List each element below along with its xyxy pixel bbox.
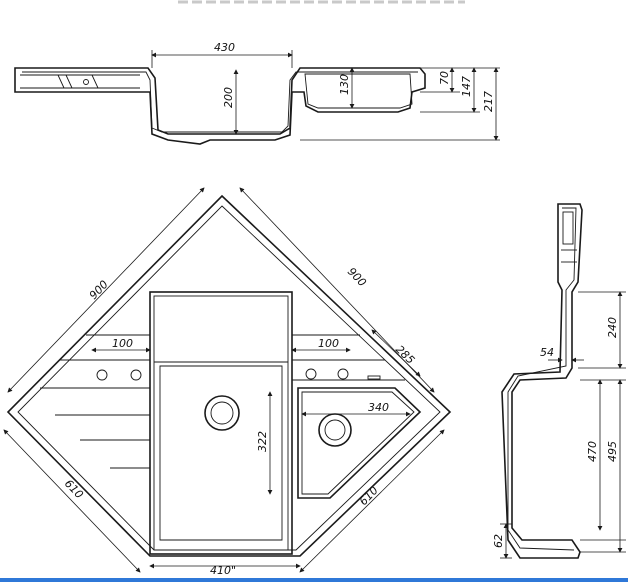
dim-54: 54 bbox=[540, 346, 554, 359]
dim-62: 62 bbox=[492, 534, 505, 548]
dim-322: 322 bbox=[256, 431, 269, 452]
side-section-view: 240 54 470 495 62 bbox=[492, 203, 626, 559]
dim-70: 70 bbox=[438, 71, 451, 85]
dim-340: 340 bbox=[368, 401, 389, 414]
dim-610-right: 610 bbox=[357, 484, 381, 508]
dim-100-left: 100 bbox=[112, 337, 133, 350]
plan-view: 900 900 100 100 285 340 322 610 610 410" bbox=[3, 187, 452, 577]
bottom-accent-bar bbox=[0, 578, 628, 582]
dim-217: 217 bbox=[482, 91, 495, 112]
dim-100-right: 100 bbox=[318, 337, 339, 350]
dim-130: 130 bbox=[338, 74, 351, 95]
dim-470: 470 bbox=[586, 441, 599, 462]
dim-200: 200 bbox=[222, 87, 235, 108]
dim-900-right: 900 bbox=[345, 265, 369, 289]
dim-900-left: 900 bbox=[87, 278, 111, 302]
dim-285: 285 bbox=[393, 343, 417, 367]
dim-430: 430 bbox=[214, 41, 235, 54]
top-section-view: 430 200 130 70 147 217 bbox=[14, 41, 500, 145]
dim-610-left: 610 bbox=[62, 477, 86, 501]
dim-495: 495 bbox=[606, 441, 619, 462]
dim-147: 147 bbox=[460, 76, 473, 97]
dim-410: 410" bbox=[210, 564, 236, 577]
dim-240: 240 bbox=[606, 317, 619, 338]
